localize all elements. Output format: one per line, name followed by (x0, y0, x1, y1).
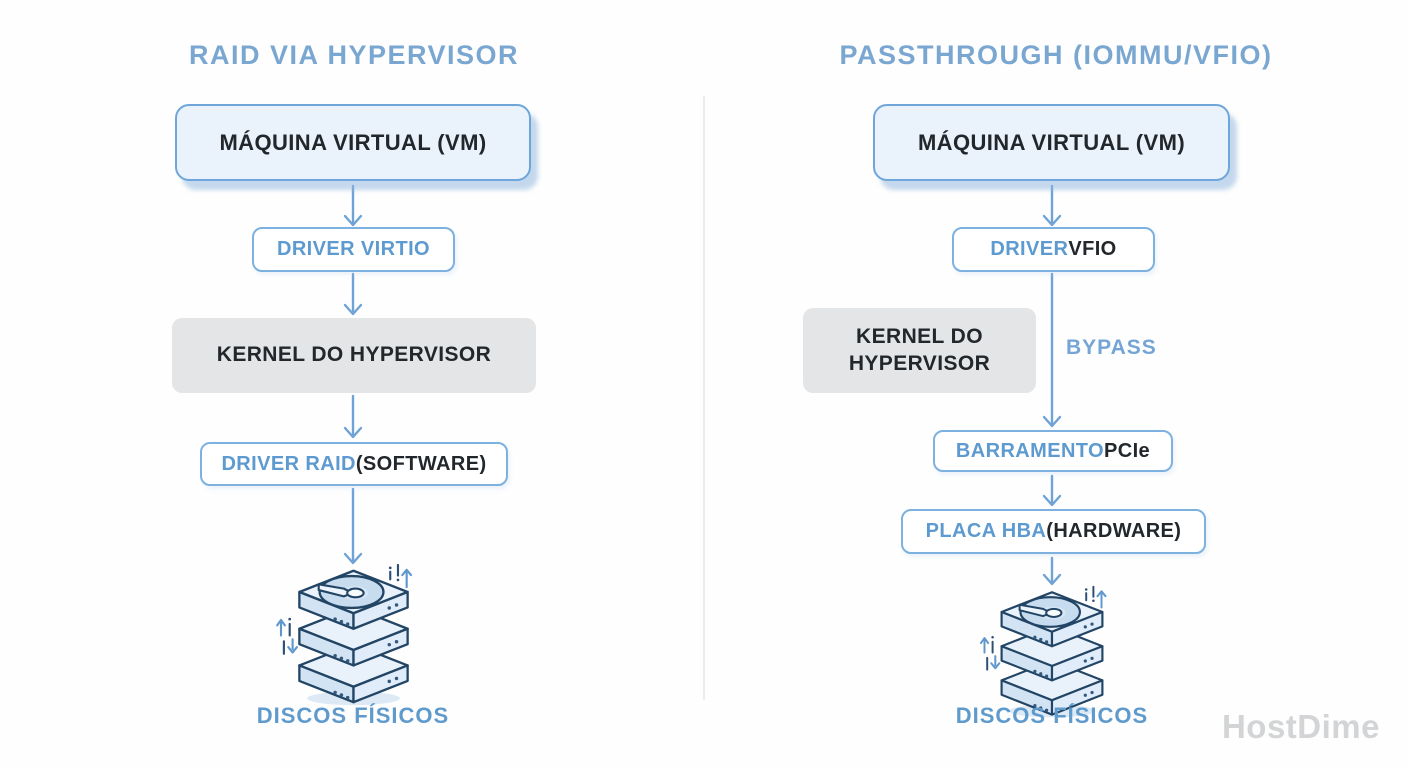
hostdime-watermark: HostDime (1221, 708, 1380, 745)
right-disks-caption: DISCOS FÍSICOS (955, 703, 1149, 728)
arrow-virtio-to-kernel (343, 272, 363, 316)
hba-card-label-blue: PLACA HBA (925, 520, 1047, 542)
arrow-raid-to-disks (343, 487, 363, 565)
driver-vfio-label-dark: VFIO (1068, 238, 1117, 260)
right-panel-title: PASSTHROUGH (IOMMU/VFIO) (839, 40, 1273, 70)
driver-raid-box: DRIVER RAID (SOFTWARE) (200, 442, 508, 486)
pcie-bus-box: BARRAMENTO PCIe (933, 430, 1173, 472)
left-vm-label: MÁQUINA VIRTUAL (VM) (219, 129, 487, 155)
right-kernel-box: KERNEL DO HYPERVISOR (803, 308, 1036, 393)
arrow-bus-to-hba (1042, 474, 1062, 507)
hba-card-label-dark: (HARDWARE) (1046, 520, 1182, 542)
disk-stack-icon (980, 585, 1124, 720)
driver-vfio-label-blue: DRIVER (990, 238, 1069, 260)
left-vm-box: MÁQUINA VIRTUAL (VM) (175, 104, 531, 181)
right-vm-box: MÁQUINA VIRTUAL (VM) (873, 104, 1230, 181)
driver-raid-label-blue: DRIVER RAID (221, 452, 356, 475)
right-kernel-label: KERNEL DO HYPERVISOR (848, 325, 991, 375)
driver-virtio-box: DRIVER VIRTIO (252, 227, 455, 272)
arrow-vm-to-virtio (343, 184, 363, 227)
driver-vfio-box: DRIVER VFIO (952, 227, 1155, 272)
driver-raid-label-dark: (SOFTWARE) (355, 452, 487, 475)
arrow-vm-to-vfio (1042, 184, 1062, 227)
hba-card-box: PLACA HBA (HARDWARE) (901, 509, 1206, 554)
left-kernel-label: KERNEL DO HYPERVISOR (216, 343, 492, 367)
left-kernel-box: KERNEL DO HYPERVISOR (172, 318, 536, 393)
arrow-bypass (1042, 272, 1062, 428)
left-disks-caption: DISCOS FÍSICOS (256, 703, 450, 728)
pcie-bus-label-dark: PCIe (1104, 439, 1151, 462)
right-vm-label: MÁQUINA VIRTUAL (VM) (917, 129, 1186, 155)
driver-virtio-label: DRIVER VIRTIO (277, 238, 430, 260)
pcie-bus-label-blue: BARRAMENTO (955, 439, 1104, 462)
arrow-hba-to-disks (1042, 556, 1062, 586)
arrow-kernel-to-raid (343, 394, 363, 439)
bypass-label: BYPASS (1066, 336, 1157, 359)
panel-divider (703, 96, 705, 700)
left-panel-title: RAID VIA HYPERVISOR (188, 40, 520, 70)
disk-stack-icon (276, 563, 431, 708)
